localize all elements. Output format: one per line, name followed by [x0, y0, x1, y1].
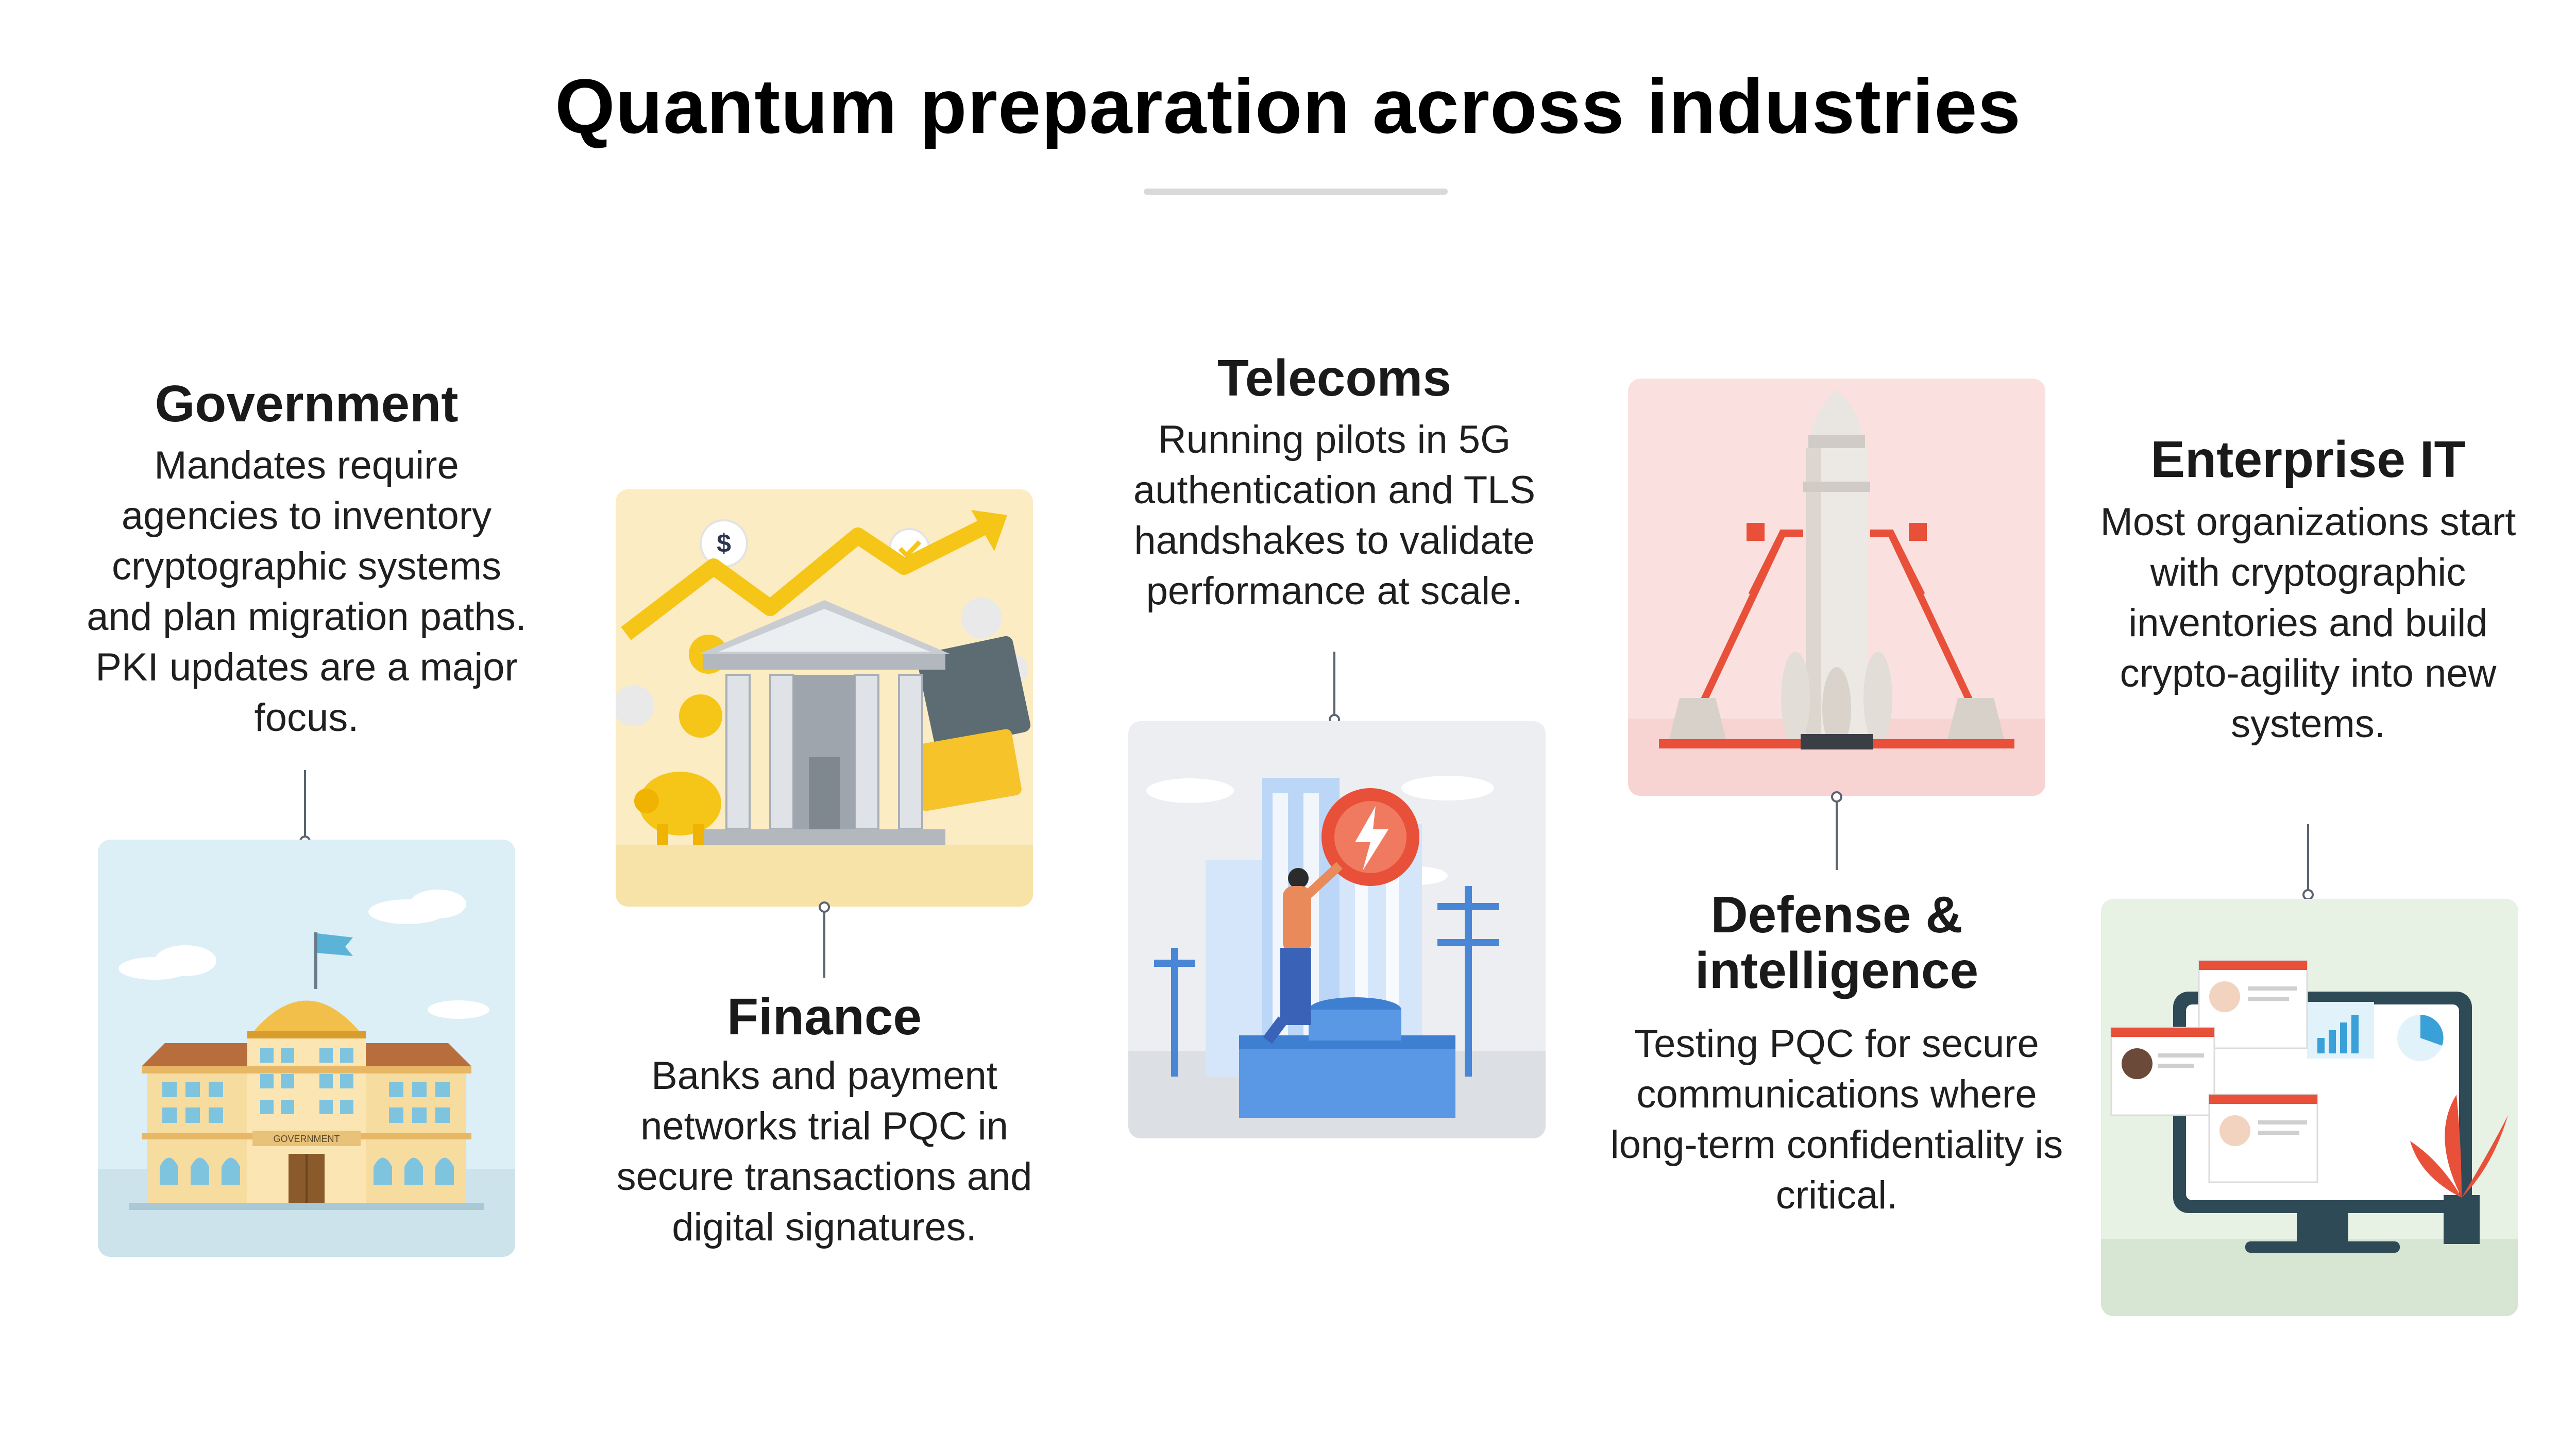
government-heading: Government: [155, 375, 459, 433]
defense-connector: [1836, 800, 1838, 870]
enterprise-dashboard-illustration: [2101, 899, 2518, 1316]
bank-growth-illustration: $: [616, 489, 1033, 907]
government-sign: GOVERNMENT: [273, 1134, 340, 1144]
page-title: Quantum preparation across industries: [555, 63, 2021, 149]
dollar-symbol: $: [717, 529, 731, 558]
telecoms-heading: Telecoms: [1217, 349, 1451, 407]
telecoms-connector: [1333, 652, 1335, 719]
title-divider: [1144, 189, 1448, 195]
enterprise-it-connector: [2307, 824, 2309, 894]
defense-description: Testing PQC for secure communications wh…: [1610, 1022, 2063, 1217]
government-connector: [304, 770, 306, 840]
enterprise-it-description: Most organizations start with cryptograp…: [2100, 500, 2516, 746]
telecom-tower-illustration: [1128, 721, 1546, 1138]
telecoms-description: Running pilots in 5G authentication and …: [1133, 418, 1536, 613]
government-description: Mandates require agencies to inventory c…: [87, 444, 527, 740]
finance-heading: Finance: [727, 988, 922, 1046]
defense-heading: Defense & intelligence: [1694, 886, 1979, 999]
enterprise-it-heading: Enterprise IT: [2150, 431, 2466, 488]
finance-connector: [823, 911, 825, 978]
rocket-launch-illustration: [1628, 379, 2045, 796]
finance-description: Banks and payment networks trial PQC in …: [616, 1054, 1032, 1249]
government-building-illustration: GOVERNMENT: [98, 840, 515, 1257]
